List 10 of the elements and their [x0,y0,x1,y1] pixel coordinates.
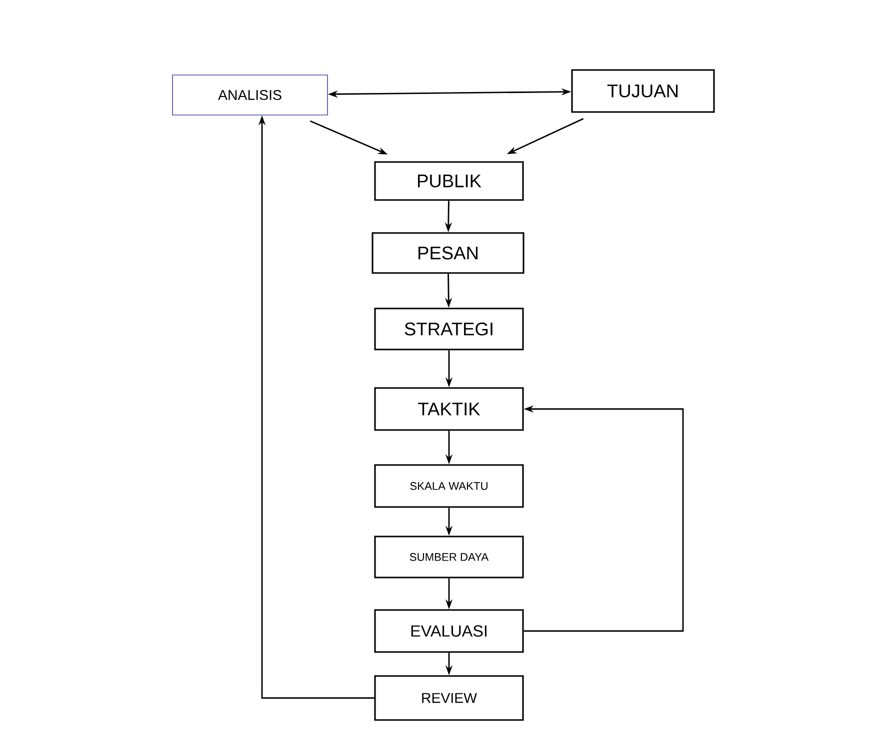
process-box: SKALA WAKTU [374,464,524,508]
process-box: PESAN [372,232,524,274]
process-box: ANALISIS [172,74,328,116]
process-box: TAKTIK [374,387,524,431]
process-box: TUJUAN [571,69,715,113]
process-box: PUBLIK [374,161,524,201]
process-box: SUMBER DAYA [374,536,524,578]
process-box: STRATEGI [374,308,524,350]
process-box: REVIEW [374,675,524,721]
process-box: EVALUASI [374,609,524,653]
